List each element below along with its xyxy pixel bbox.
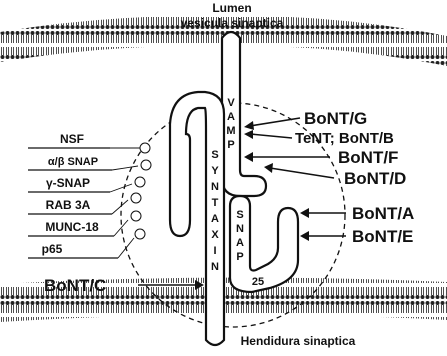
toxin-label-bont-f: BoNT/F [338,148,398,167]
protein-dot-icon [131,211,141,221]
toxin-label-bont-d: BoNT/D [344,169,406,188]
protein-dot-icon [131,193,141,203]
syntaxin-letter: X [211,229,219,241]
cleft-label: Hendidura sinaptica [241,334,356,348]
protein-label-gamma-snap: γ-SNAP [46,176,90,190]
snap-letter: P [236,251,243,263]
snap-letter: S [236,209,243,221]
arrowhead-icon [244,121,254,130]
protein-label-rab3a: RAB 3A [46,198,91,212]
vamp-letter: P [227,139,234,151]
arrowhead-icon [244,130,253,139]
arrowhead-icon [244,152,253,162]
vesicle-lumen-label: vesicula sinaptica [181,16,284,30]
protein-dot-icon [135,177,145,187]
syntaxin-letter: S [211,149,218,161]
left-protein-list: NSF α/β SNAP γ-SNAP RAB 3A MUNC-18 p65 [28,132,151,258]
vamp-letter: M [226,125,235,137]
syntaxin-letter: N [211,181,219,193]
lumen-label: Lumen [212,1,251,15]
toxin-label-bont-g: BoNT/G [304,109,367,128]
syntaxin-letter: A [211,213,219,225]
syntaxin-letter: N [211,261,219,273]
protein-dot-icon [141,160,151,170]
toxin-label-bont-e: BoNT/E [352,227,413,246]
toxin-label-bont-a: BoNT/A [352,204,414,223]
vamp-letter: A [227,111,235,123]
protein-label-munc18: MUNC-18 [45,220,99,234]
toxin-label-bont-c: BoNT/C [44,276,106,295]
arrowhead-icon [300,231,309,241]
snap-letter: N [236,223,244,235]
protein-label-p65: p65 [42,242,63,256]
syntaxin-letter: Y [211,165,219,177]
protein-dot-icon [140,143,150,153]
protein-label-alpha-beta-snap: α/β SNAP [48,156,98,168]
protein-label-nsf: NSF [60,132,84,146]
snap-letter: A [236,237,244,249]
toxin-label-tent-bont-b: TeNT; BoNT/B [295,130,394,147]
syntaxin-letter: T [212,197,219,209]
arrowhead-icon [264,163,273,173]
vamp-letter: V [227,97,235,109]
arrowhead-icon [300,208,309,218]
snap-number: 25 [252,276,264,288]
protein-dot-icon [135,229,145,239]
syntaxin-letter: I [213,245,216,257]
